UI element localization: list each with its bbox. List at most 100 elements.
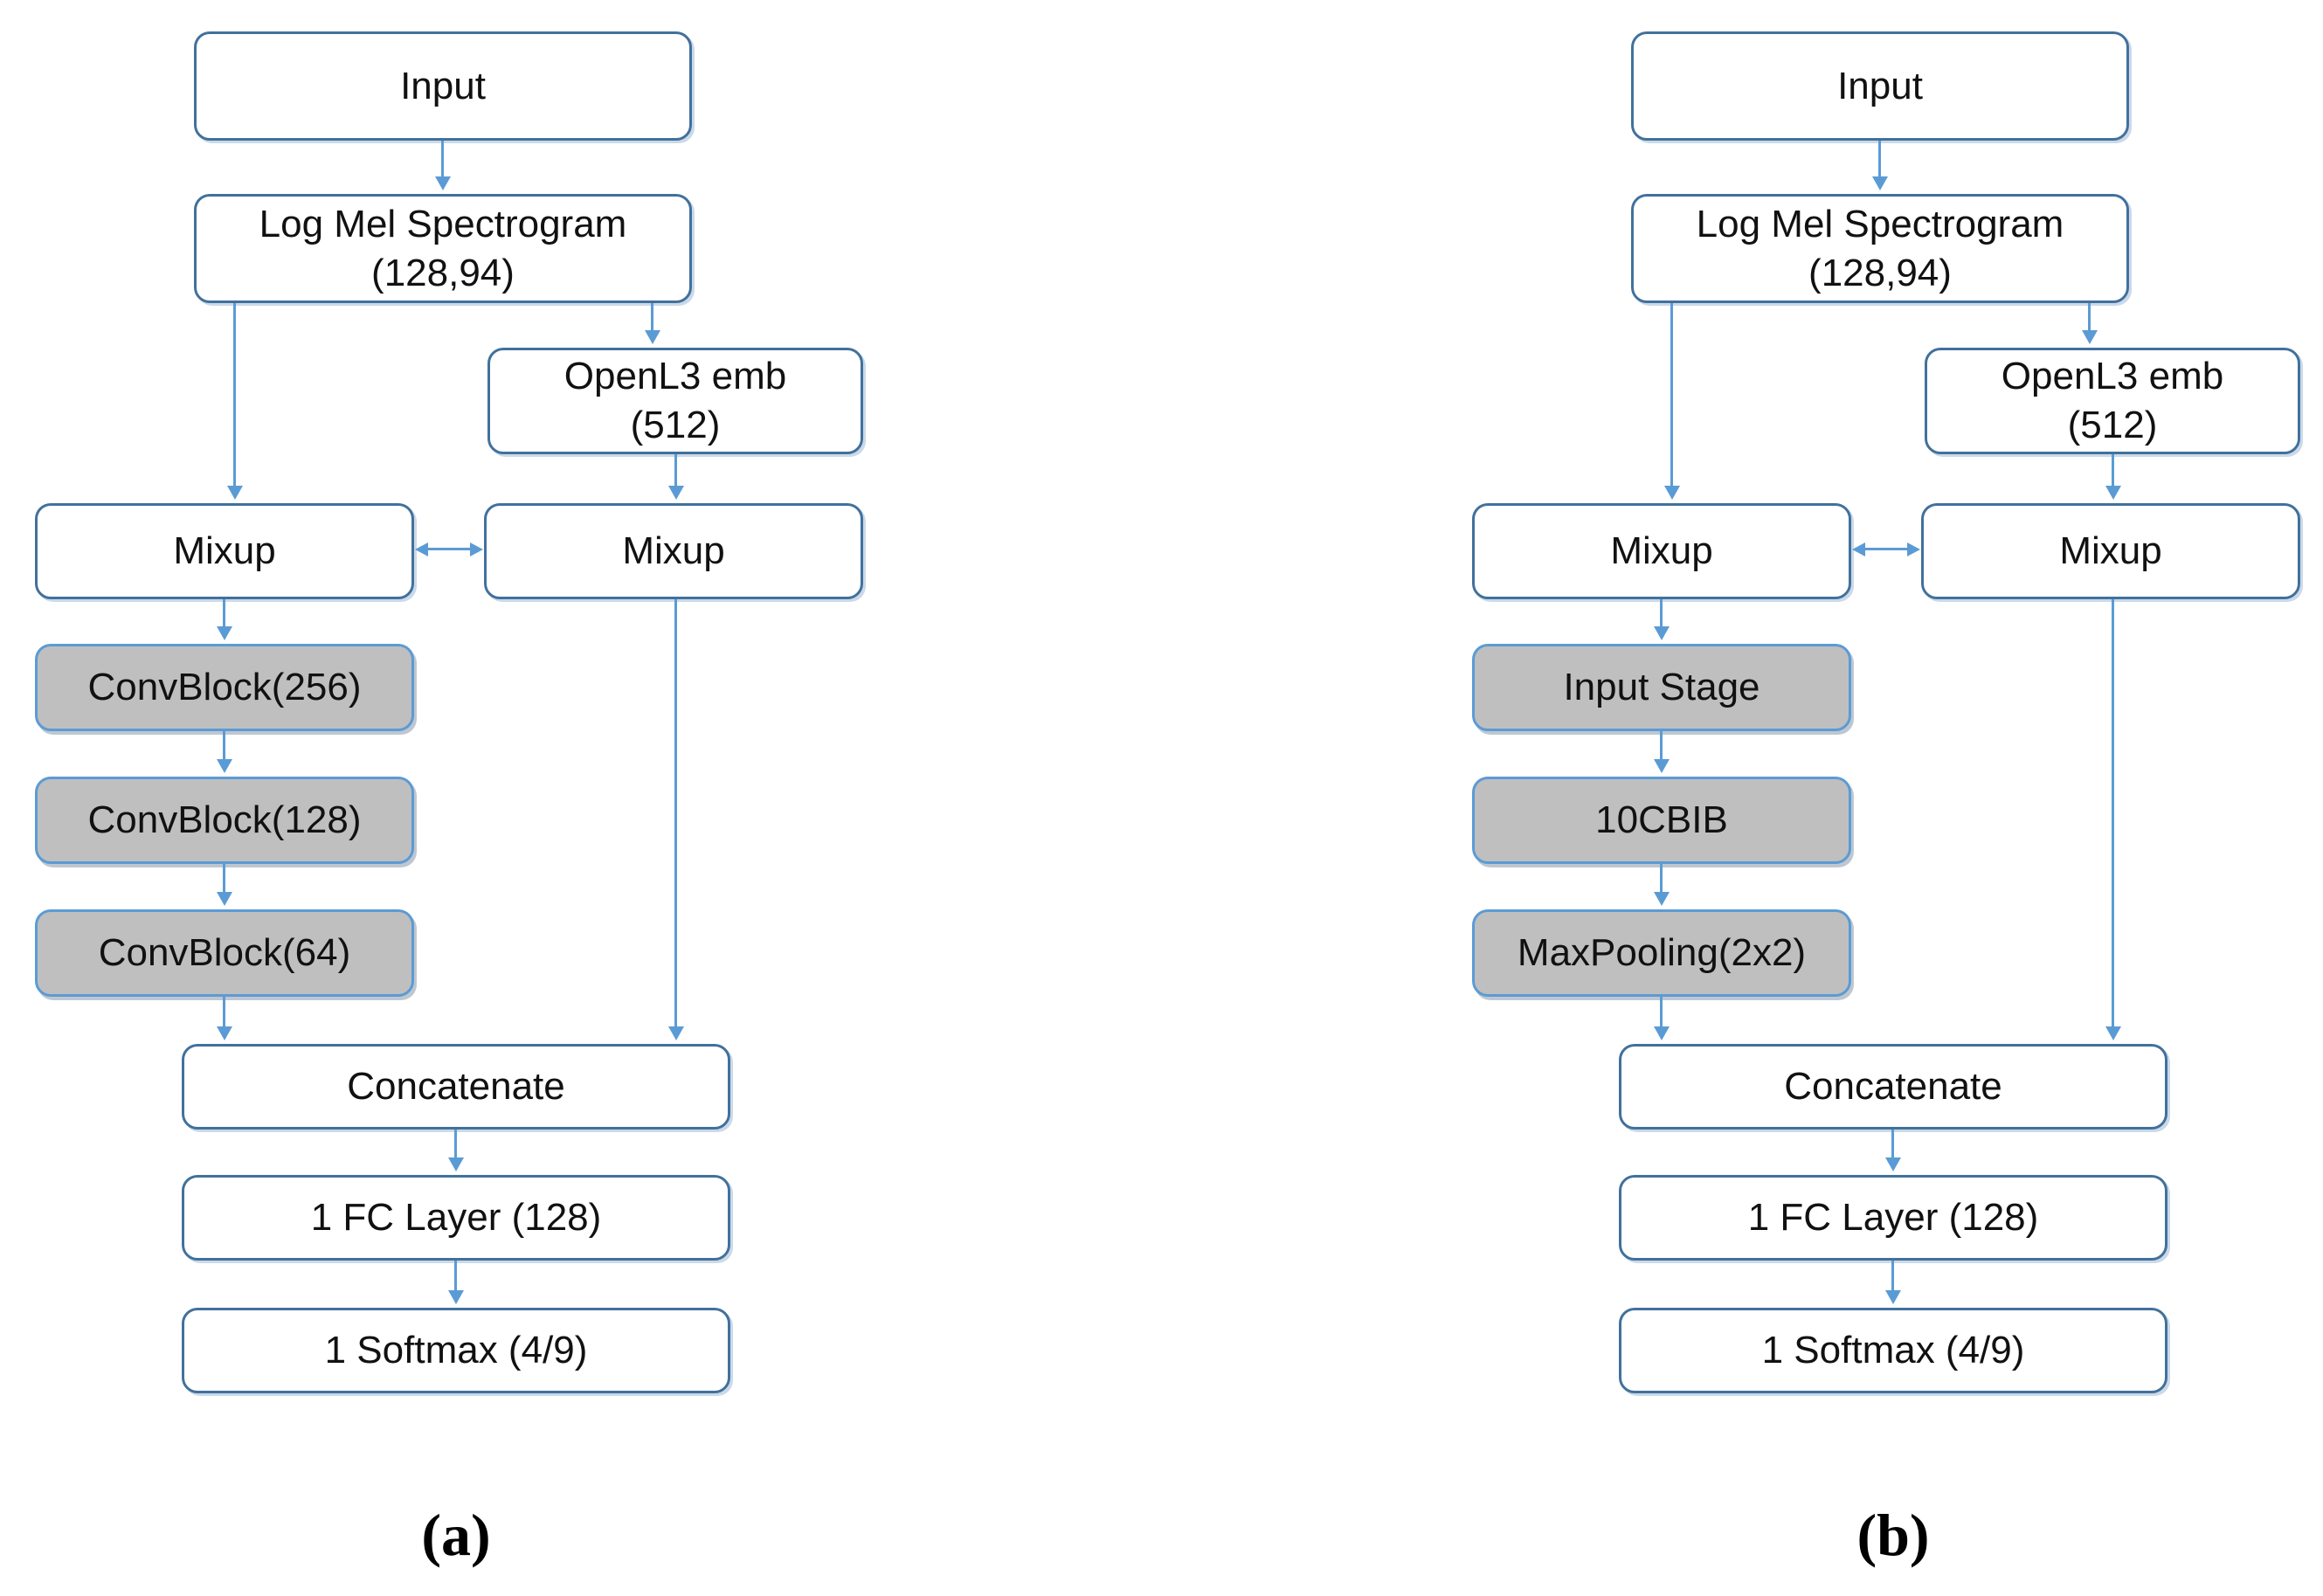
b-line-mixup-stage1: [1660, 599, 1663, 628]
b-stage2-label: 10CBIB: [1595, 798, 1728, 841]
a-mixup-stage1-arrowhead-icon: [217, 626, 232, 640]
a-stage1-stage2-arrowhead-icon: [217, 759, 232, 773]
a-concatenate-node: Concatenate: [182, 1044, 730, 1130]
b-mixup-left-label: Mixup: [1610, 529, 1713, 572]
a-softmax-node: 1 Softmax (4/9): [182, 1308, 730, 1393]
a-line-mixup-stage1: [223, 599, 225, 628]
b-fc-softmax-arrowhead-icon: [1885, 1290, 1901, 1304]
b-stage3-concat-arrowhead-icon: [1654, 1026, 1670, 1040]
b-mixup-stage1-arrowhead-icon: [1654, 626, 1670, 640]
a-logmel-mixupleft-arrowhead-icon: [227, 486, 243, 500]
b-mixup-right-label: Mixup: [2059, 529, 2162, 572]
a-mixup-right-node: Mixup: [484, 503, 863, 599]
b-openl3-mixupright-arrowhead-icon: [2105, 486, 2121, 500]
a-line-logmel-mixupleft: [233, 303, 236, 487]
b-mixup-doublearrow-right-arrowhead-icon: [1907, 542, 1920, 556]
a-logmel-label-line1: Log Mel Spectrogram: [259, 202, 627, 245]
b-line-stage1-stage2: [1660, 731, 1663, 761]
b-stage1-stage2-arrowhead-icon: [1654, 759, 1670, 773]
a-line-mixupright-concat: [674, 599, 677, 1028]
a-stage3-node: ConvBlock(64): [35, 909, 414, 997]
b-concatenate-node: Concatenate: [1619, 1044, 2167, 1130]
a-concatenate-label: Concatenate: [347, 1065, 565, 1108]
b-line-logmel-openl3: [2088, 303, 2091, 332]
a-input-node: Input: [194, 31, 692, 141]
b-softmax-label: 1 Softmax (4/9): [1761, 1329, 2025, 1371]
a-stage3-concat-arrowhead-icon: [217, 1026, 232, 1040]
b-line-concat-fc: [1891, 1130, 1894, 1159]
a-softmax-label: 1 Softmax (4/9): [324, 1329, 588, 1371]
b-openl3-label-line2: (512): [2067, 404, 2158, 446]
a-line-stage3-concat: [223, 997, 225, 1028]
a-openl3-mixupright-arrowhead-icon: [668, 486, 684, 500]
b-mixup-doublearrow-line: [1865, 548, 1907, 550]
b-softmax-node: 1 Softmax (4/9): [1619, 1308, 2167, 1393]
a-concat-fc-arrowhead-icon: [448, 1157, 464, 1171]
a-stage2-label: ConvBlock(128): [87, 798, 362, 841]
a-mixup-doublearrow-right-arrowhead-icon: [470, 542, 483, 556]
b-line-mixupright-concat: [2112, 599, 2114, 1028]
a-input-logmel-arrowhead-icon: [435, 176, 451, 190]
b-mixup-left-node: Mixup: [1472, 503, 1851, 599]
a-line-stage1-stage2: [223, 731, 225, 761]
b-panel-label: (b): [1856, 1502, 1930, 1568]
b-openl3-node: OpenL3 emb (512): [1925, 348, 2300, 454]
a-line-concat-fc: [454, 1130, 457, 1159]
a-stage3-label: ConvBlock(64): [98, 931, 351, 974]
b-input-logmel-arrowhead-icon: [1872, 176, 1888, 190]
a-stage1-label: ConvBlock(256): [87, 666, 362, 708]
b-logmel-label-line2: (128,94): [1808, 251, 1952, 294]
a-logmel-node: Log Mel Spectrogram (128,94): [194, 194, 692, 303]
b-openl3-label-line1: OpenL3 emb: [2001, 355, 2224, 397]
b-mixup-doublearrow-left-arrowhead-icon: [1852, 542, 1865, 556]
a-stage2-node: ConvBlock(128): [35, 777, 414, 864]
b-input-node: Input: [1631, 31, 2129, 141]
b-stage2-stage3-arrowhead-icon: [1654, 892, 1670, 906]
a-stage2-stage3-arrowhead-icon: [217, 892, 232, 906]
b-concat-fc-arrowhead-icon: [1885, 1157, 1901, 1171]
a-panel-label: (a): [421, 1502, 491, 1568]
a-openl3-label-line2: (512): [630, 404, 721, 446]
a-mixup-doublearrow-line: [428, 548, 470, 550]
b-line-stage2-stage3: [1660, 864, 1663, 894]
b-fc-node: 1 FC Layer (128): [1619, 1175, 2167, 1261]
a-mixupright-concat-arrowhead-icon: [668, 1026, 684, 1040]
b-logmel-label-line1: Log Mel Spectrogram: [1696, 202, 2064, 245]
a-logmel-openl3-arrowhead-icon: [645, 330, 660, 344]
a-mixup-left-label: Mixup: [173, 529, 276, 572]
a-line-openl3-mixupright: [674, 454, 677, 487]
b-line-stage3-concat: [1660, 997, 1663, 1028]
a-logmel-label-line2: (128,94): [371, 251, 515, 294]
b-stage3-node: MaxPooling(2x2): [1472, 909, 1851, 997]
b-fc-label: 1 FC Layer (128): [1747, 1196, 2039, 1239]
a-line-logmel-openl3: [651, 303, 653, 332]
b-concatenate-label: Concatenate: [1784, 1065, 2002, 1108]
a-mixup-left-node: Mixup: [35, 503, 414, 599]
a-fc-label: 1 FC Layer (128): [310, 1196, 602, 1239]
a-fc-node: 1 FC Layer (128): [182, 1175, 730, 1261]
a-fc-softmax-arrowhead-icon: [448, 1290, 464, 1304]
b-line-input-logmel: [1878, 141, 1881, 178]
a-line-fc-softmax: [454, 1261, 457, 1292]
b-line-fc-softmax: [1891, 1261, 1894, 1292]
a-line-stage2-stage3: [223, 864, 225, 894]
b-stage3-label: MaxPooling(2x2): [1517, 931, 1807, 974]
a-openl3-node: OpenL3 emb (512): [487, 348, 863, 454]
b-logmel-openl3-arrowhead-icon: [2082, 330, 2098, 344]
a-openl3-label-line1: OpenL3 emb: [563, 355, 787, 397]
b-stage1-label: Input Stage: [1563, 666, 1760, 708]
b-mixup-right-node: Mixup: [1921, 503, 2300, 599]
b-mixupright-concat-arrowhead-icon: [2105, 1026, 2121, 1040]
a-stage1-node: ConvBlock(256): [35, 644, 414, 731]
b-line-logmel-mixupleft: [1670, 303, 1673, 487]
b-stage2-node: 10CBIB: [1472, 777, 1851, 864]
b-line-openl3-mixupright: [2112, 454, 2114, 487]
b-input-label: Input: [1837, 64, 1923, 107]
b-logmel-mixupleft-arrowhead-icon: [1664, 486, 1680, 500]
a-mixup-right-label: Mixup: [622, 529, 725, 572]
a-line-input-logmel: [441, 141, 444, 178]
a-input-label: Input: [400, 64, 486, 107]
a-mixup-doublearrow-left-arrowhead-icon: [415, 542, 428, 556]
b-stage1-node: Input Stage: [1472, 644, 1851, 731]
